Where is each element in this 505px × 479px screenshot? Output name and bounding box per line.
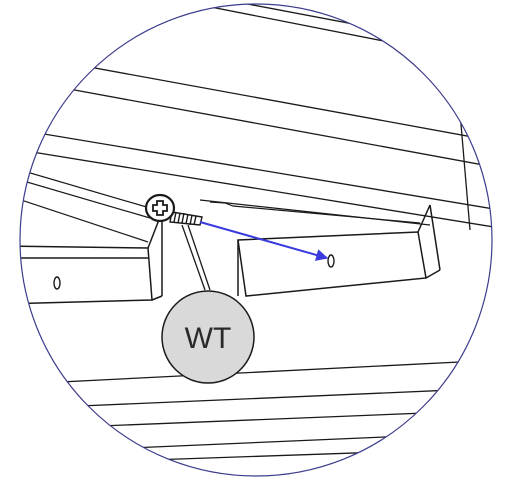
insertion-arrow-icon <box>199 221 329 261</box>
callout-label: WT <box>185 322 232 355</box>
left-bracket <box>20 211 163 305</box>
callout-circle <box>161 290 255 384</box>
panel-surface <box>20 169 431 243</box>
phillips-screw-icon <box>144 193 203 226</box>
right-bracket <box>237 204 441 297</box>
magnified-content: WT <box>20 4 492 461</box>
callout-bubble: WT <box>161 290 255 384</box>
detail-frame <box>19 3 493 477</box>
top-rails <box>20 4 492 231</box>
target-hole <box>327 254 335 268</box>
callout-leader <box>181 224 211 291</box>
bottom-rails <box>59 359 492 461</box>
left-hole <box>53 276 61 290</box>
